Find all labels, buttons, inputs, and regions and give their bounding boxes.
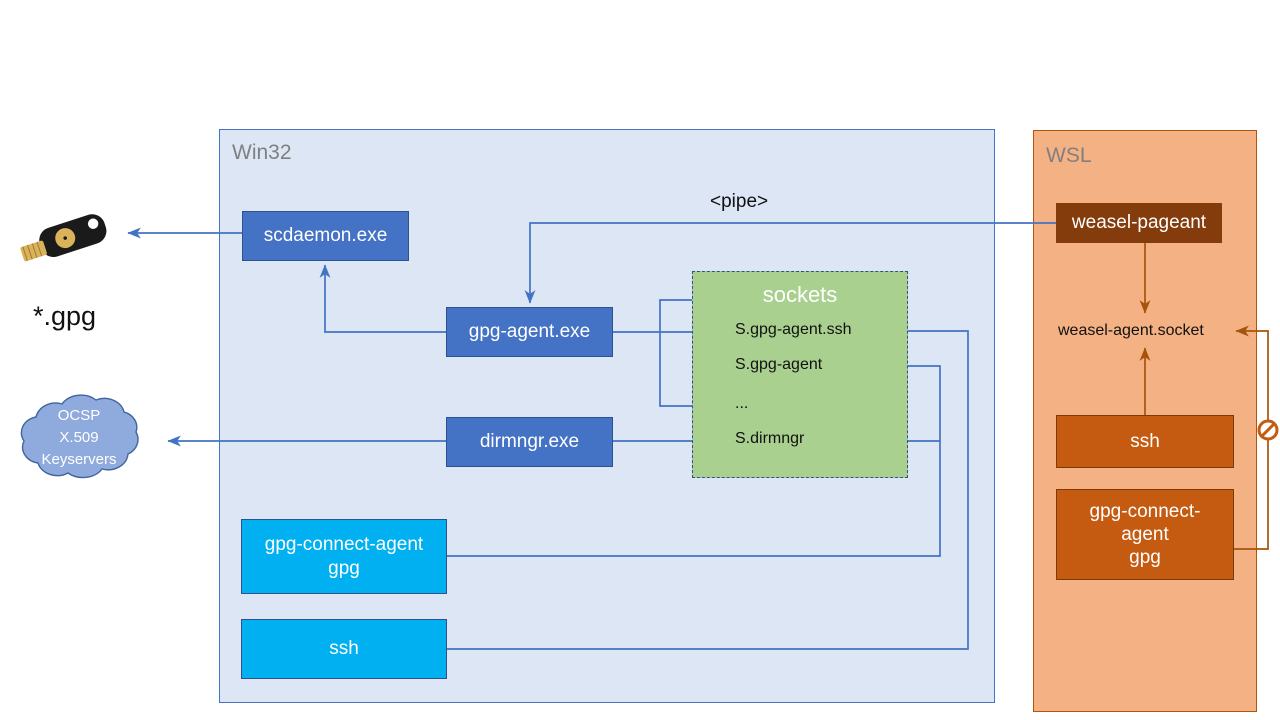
box-label-line2: agent: [1121, 523, 1169, 545]
cloud-label: OCSP X.509 Keyservers: [0, 405, 158, 470]
win32-title: Win32: [232, 141, 292, 164]
gpg-files-label: *.gpg: [33, 301, 97, 331]
box-label: ssh: [329, 638, 359, 660]
cloud-line2: X.509: [59, 428, 99, 446]
box-label-line3: gpg: [1129, 547, 1161, 569]
cloud-line1: OCSP: [57, 407, 101, 424]
box-label: gpg-agent.exe: [468, 321, 591, 343]
client-box-ssh-wsl[interactable]: ssh: [1056, 415, 1234, 468]
process-box-gpg-agent[interactable]: gpg-agent.exe: [446, 307, 613, 357]
socket-item-ellipsis: ...: [735, 395, 749, 412]
box-label-line1: gpg-connect-agent: [264, 534, 424, 556]
client-box-gpg-connect-agent-wsl[interactable]: gpg-connect- agent gpg: [1056, 489, 1234, 580]
box-label-line2: gpg: [328, 557, 360, 579]
process-box-dirmngr[interactable]: dirmngr.exe: [446, 417, 613, 467]
sockets-title: sockets: [762, 282, 838, 307]
client-box-ssh-win32[interactable]: ssh: [241, 619, 447, 679]
wsl-title: WSL: [1046, 144, 1092, 167]
box-label: weasel-pageant: [1071, 212, 1207, 234]
weasel-agent-socket-label: weasel-agent.socket: [1058, 322, 1204, 339]
box-label: scdaemon.exe: [263, 225, 388, 247]
box-label: dirmngr.exe: [479, 431, 580, 453]
socket-item-gpg-agent: S.gpg-agent: [735, 356, 823, 373]
cloud-shape: [20, 394, 139, 479]
box-label-stack: gpg-connect-agent gpg: [265, 533, 423, 579]
socket-item-gpg-agent-ssh: S.gpg-agent.ssh: [735, 321, 852, 338]
yubikey-icon: [20, 214, 107, 262]
box-label-stack: gpg-connect- agent gpg: [1090, 500, 1201, 570]
client-box-gpg-connect-agent-win32[interactable]: gpg-connect-agent gpg: [241, 519, 447, 594]
pipe-label: <pipe>: [710, 191, 769, 212]
box-label: ssh: [1130, 430, 1160, 452]
box-label-line1: gpg-connect-: [1089, 500, 1201, 522]
process-box-weasel-pageant[interactable]: weasel-pageant: [1056, 203, 1222, 243]
process-box-scdaemon[interactable]: scdaemon.exe: [242, 211, 409, 261]
sockets-group: sockets S.gpg-agent.ssh S.gpg-agent ... …: [692, 271, 908, 478]
socket-item-dirmngr: S.dirmngr: [735, 430, 805, 447]
cloud-line3: Keyservers: [41, 450, 117, 468]
no-entry-icon: [1257, 419, 1279, 441]
